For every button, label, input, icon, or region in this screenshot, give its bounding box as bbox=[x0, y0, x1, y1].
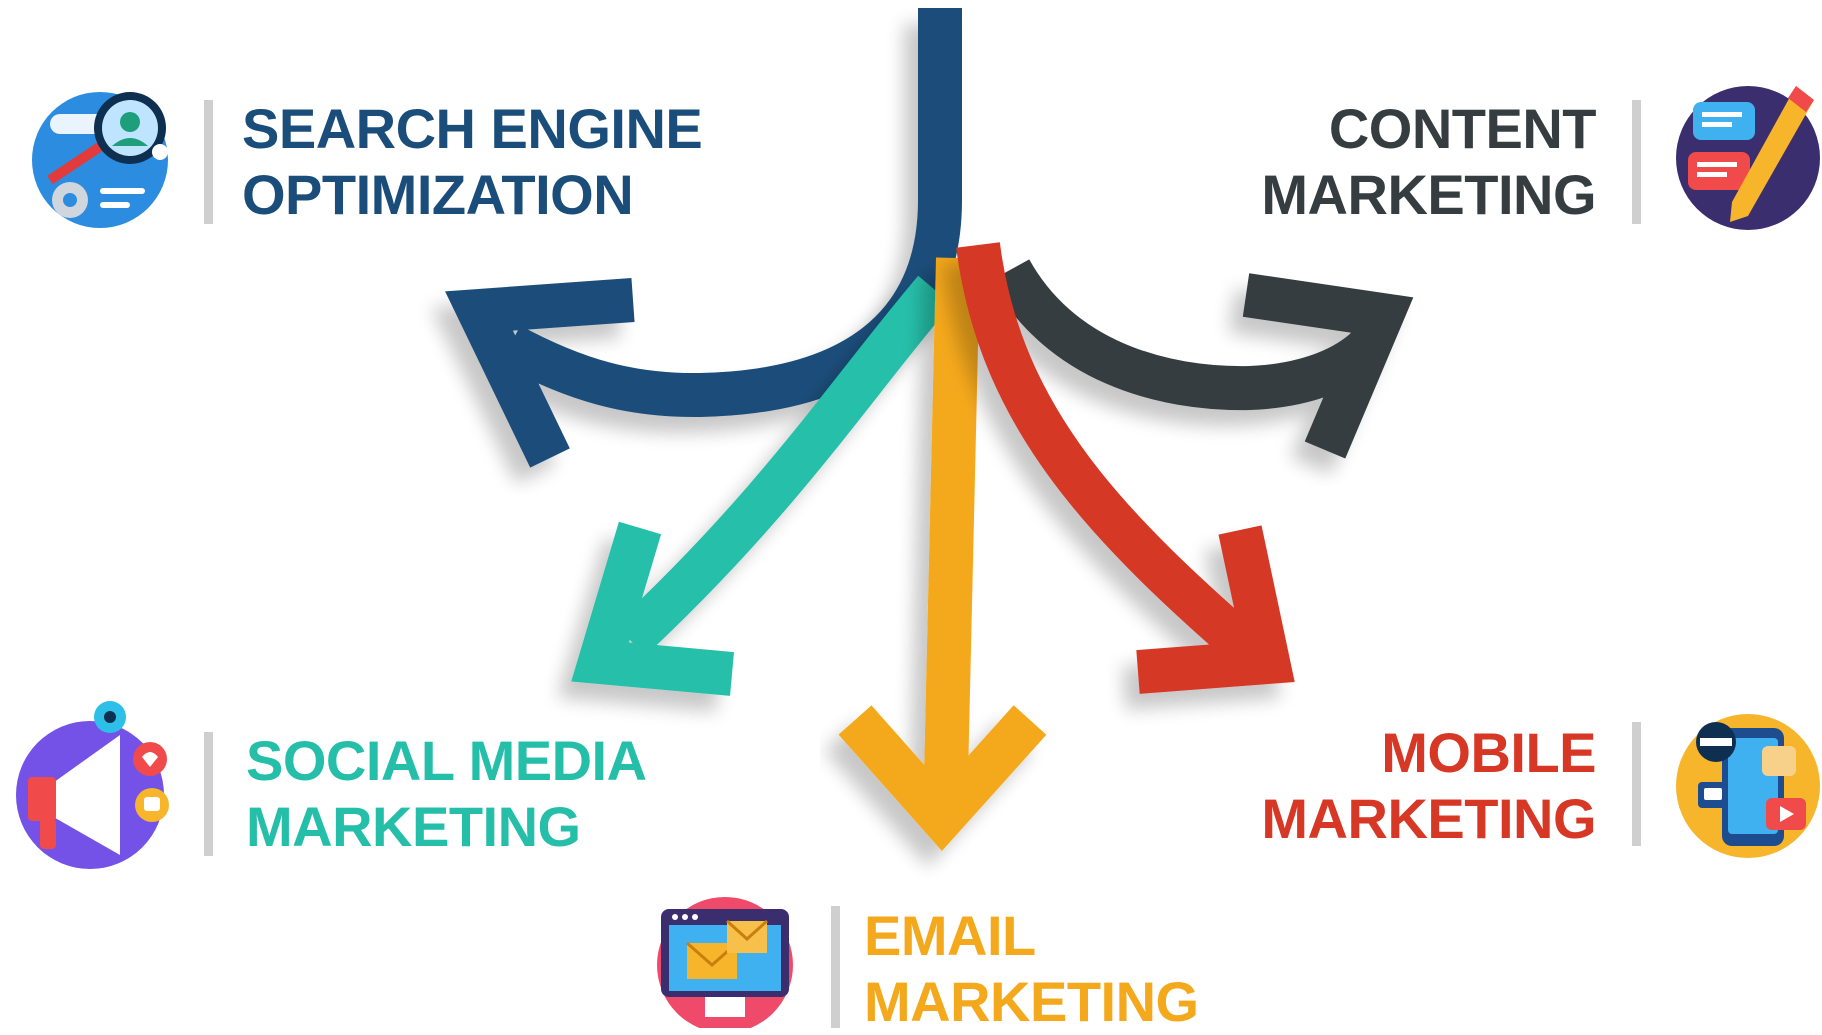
social-label: SOCIAL MEDIA MARKETING bbox=[246, 728, 647, 860]
email-label: EMAIL MARKETING bbox=[864, 903, 1199, 1035]
mobile-label-line2: MARKETING bbox=[1261, 787, 1596, 850]
content-label-line1: CONTENT bbox=[1328, 97, 1597, 160]
social-arrow bbox=[571, 275, 952, 696]
content-pencil-icon bbox=[1676, 86, 1820, 230]
content-arrow bbox=[990, 258, 1414, 459]
email-divider bbox=[831, 906, 840, 1028]
seo-magnifier-icon bbox=[32, 92, 168, 228]
seo-arrowhead bbox=[445, 278, 635, 468]
mobile-arrow bbox=[956, 242, 1295, 694]
mobile-divider bbox=[1632, 722, 1641, 846]
mobile-arrowhead bbox=[1136, 525, 1295, 694]
email-label-line2: MARKETING bbox=[864, 970, 1199, 1033]
content-label: CONTENT MARKETING bbox=[1261, 96, 1596, 228]
content-label-line2: MARKETING bbox=[1261, 163, 1596, 226]
content-divider bbox=[1632, 100, 1641, 224]
social-label-line1: SOCIAL MEDIA bbox=[246, 729, 647, 792]
seo-label: SEARCH ENGINE OPTIMIZATION bbox=[242, 96, 703, 228]
seo-divider bbox=[204, 100, 213, 224]
mobile-label: MOBILE MARKETING bbox=[1261, 720, 1596, 852]
seo-arrow bbox=[445, 8, 962, 468]
megaphone-icon bbox=[16, 701, 169, 869]
social-label-line2: MARKETING bbox=[246, 795, 581, 858]
social-divider bbox=[204, 732, 213, 856]
email-arrowhead bbox=[838, 705, 1047, 852]
social-arrow-shaft bbox=[614, 275, 952, 657]
seo-arrow-shaft bbox=[499, 8, 962, 418]
social-arrowhead bbox=[571, 521, 734, 696]
mobile-phone-icon bbox=[1676, 714, 1820, 858]
seo-label-line1: SEARCH ENGINE bbox=[242, 97, 703, 160]
email-label-line1: EMAIL bbox=[864, 904, 1036, 967]
mobile-arrow-shaft bbox=[956, 242, 1275, 677]
email-arrow-shaft bbox=[923, 257, 980, 821]
content-arrowhead bbox=[1242, 273, 1414, 459]
seo-label-line2: OPTIMIZATION bbox=[242, 163, 634, 226]
mobile-label-line1: MOBILE bbox=[1381, 721, 1596, 784]
content-arrow-shaft bbox=[990, 258, 1380, 411]
email-arrow bbox=[838, 257, 1047, 852]
email-monitor-icon bbox=[657, 897, 793, 1028]
